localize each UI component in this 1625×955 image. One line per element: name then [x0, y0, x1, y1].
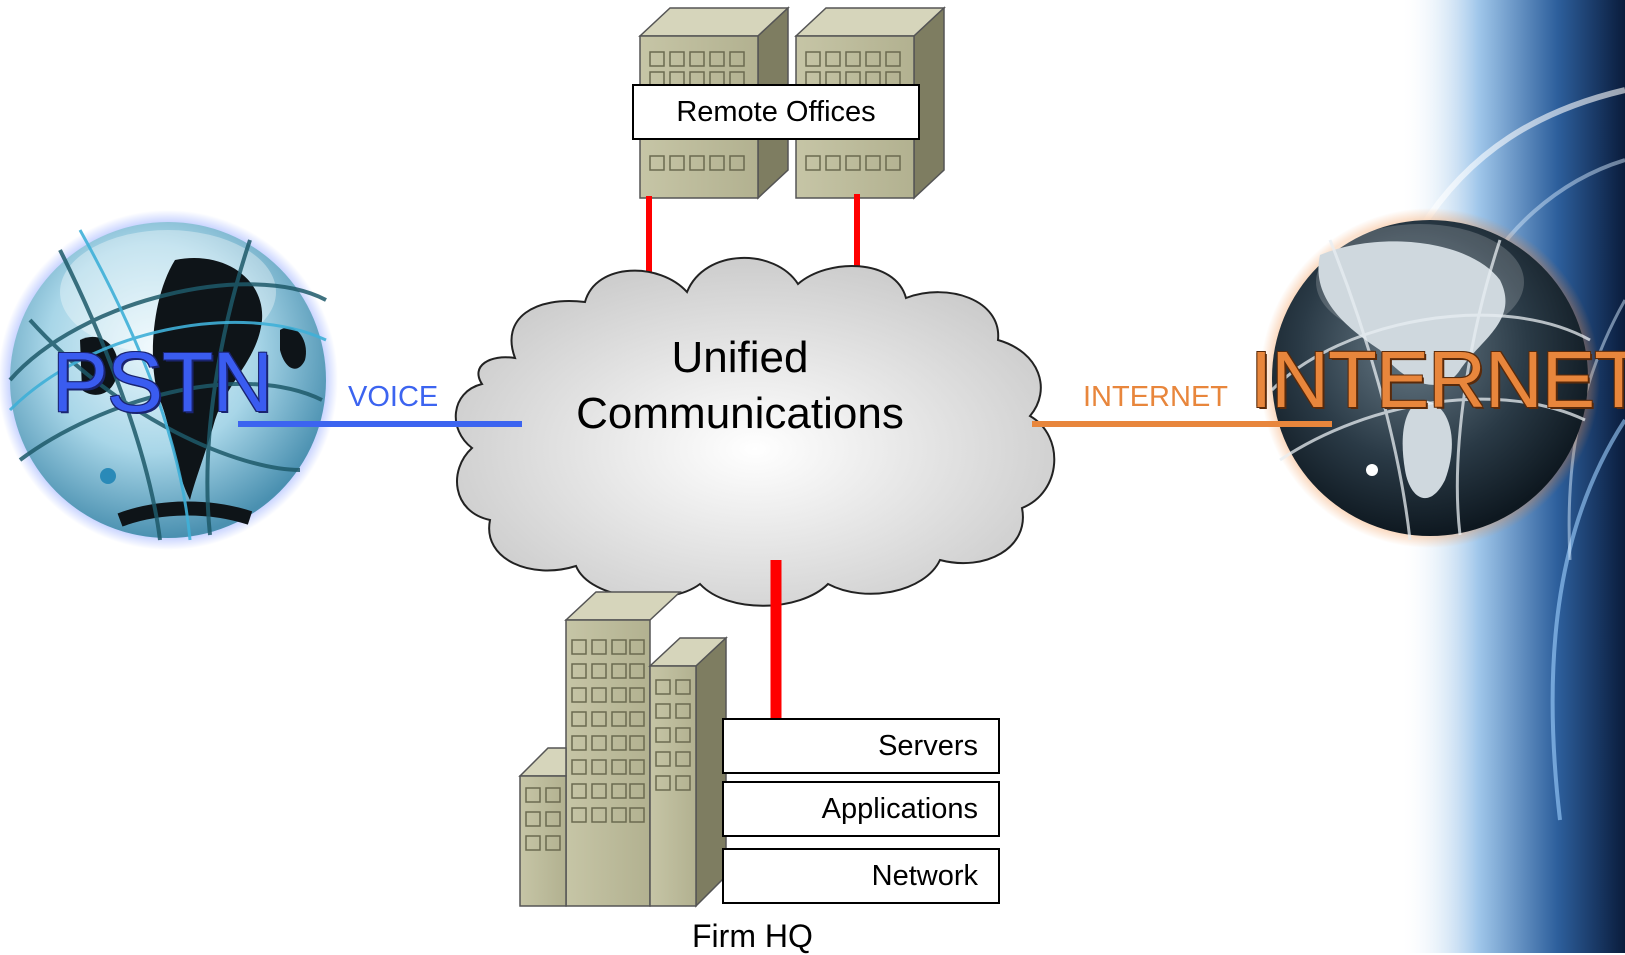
- pstn-globe-icon: [0, 210, 338, 550]
- firm-hq-building-icon: [518, 591, 728, 908]
- tier-servers: Servers: [722, 718, 1000, 774]
- tier-network: Network: [722, 848, 1000, 904]
- internet-globe-icon: [1260, 208, 1600, 548]
- remote-offices-label: Remote Offices: [632, 84, 920, 140]
- unified-communications-cloud: [454, 256, 1056, 607]
- voice-link-label: VOICE: [348, 381, 439, 413]
- firm-hq-label: Firm HQ: [692, 918, 813, 954]
- cloud-title-line1: Unified: [671, 333, 809, 382]
- pstn-label: PSTN: [52, 335, 273, 429]
- tier-applications: Applications: [722, 781, 1000, 837]
- internet-label: INTERNET: [1250, 335, 1625, 424]
- cloud-title: Unified Communications: [540, 330, 940, 442]
- internet-link-label: INTERNET: [1083, 381, 1228, 413]
- cloud-title-line2: Communications: [576, 389, 904, 438]
